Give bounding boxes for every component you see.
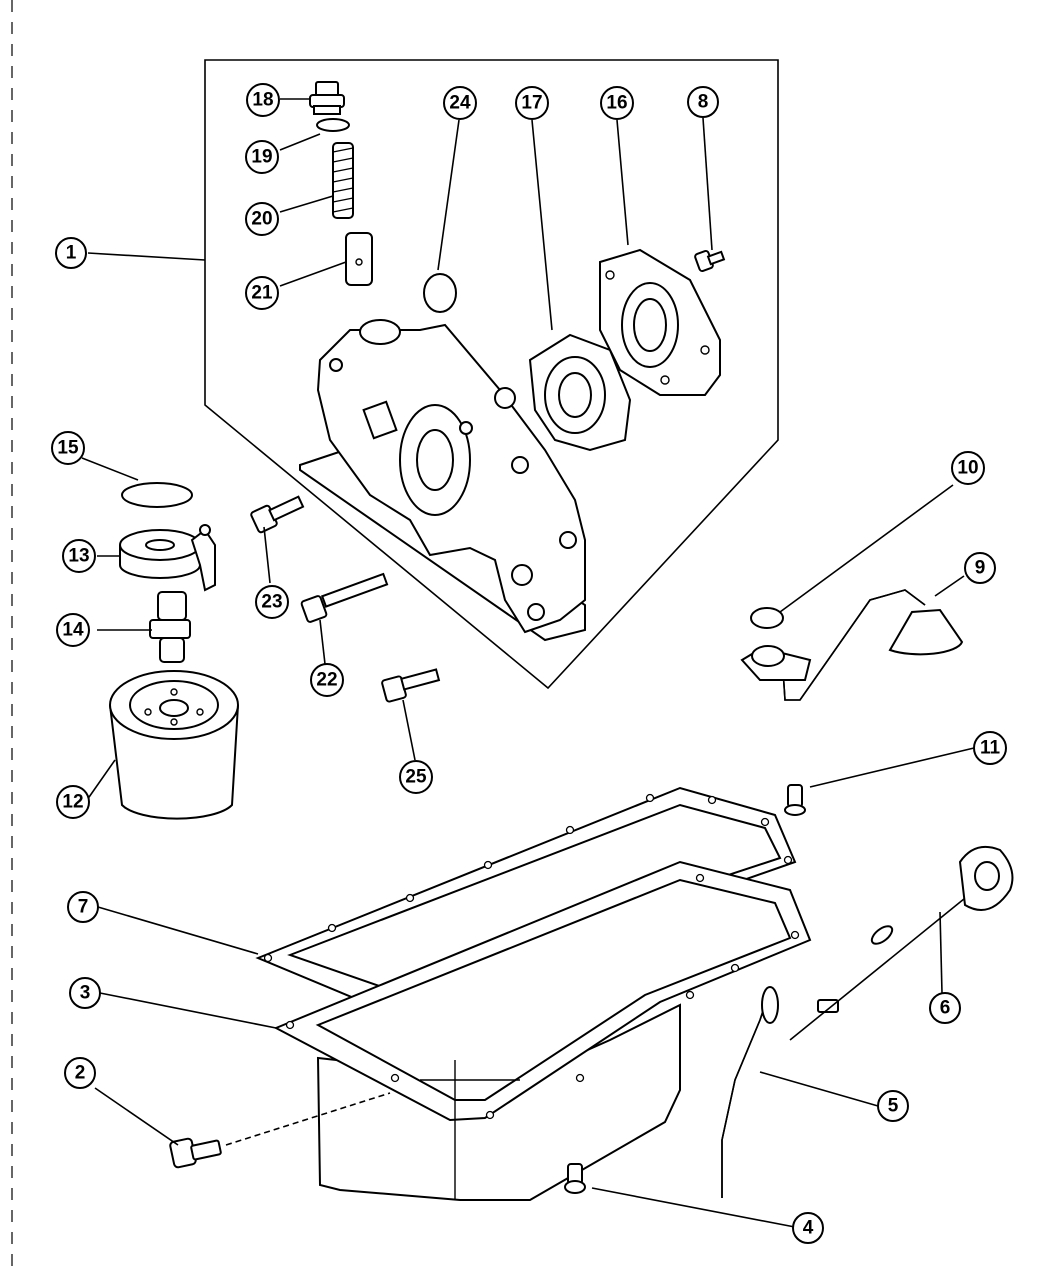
relief-valve-spring: [332, 142, 354, 219]
callout-18: 18: [246, 83, 280, 117]
oil-pump-body: [299, 319, 586, 642]
callout-10-label: 10: [957, 458, 978, 479]
pump-cover-plate: [599, 248, 721, 396]
relief-valve-plug: [309, 81, 345, 115]
callout-24: 24: [443, 86, 477, 120]
callout-8-label: 8: [698, 92, 709, 113]
callout-2: 2: [64, 1057, 96, 1089]
callout-1-label: 1: [66, 243, 77, 264]
adapter-o-ring: [121, 482, 193, 508]
callout-3-label: 3: [80, 983, 91, 1004]
callout-25: 25: [399, 760, 433, 794]
cover-screw: [694, 249, 726, 273]
relief-valve-gasket: [316, 118, 350, 132]
callout-23: 23: [255, 585, 289, 619]
pump-rotor: [528, 333, 632, 452]
relief-valve: [345, 232, 373, 286]
callout-18-label: 18: [252, 90, 273, 111]
pump-bolt-short: [250, 495, 305, 534]
callout-17: 17: [515, 86, 549, 120]
callout-5: 5: [877, 1090, 909, 1122]
callout-4: 4: [792, 1212, 824, 1244]
pickup-bolt: [784, 784, 806, 816]
callout-20: 20: [245, 202, 279, 236]
callout-14: 14: [56, 613, 90, 647]
callout-4-label: 4: [803, 1218, 814, 1239]
drain-plug: [169, 1137, 222, 1169]
callout-19: 19: [245, 140, 279, 174]
callout-25-label: 25: [405, 767, 427, 788]
callout-7: 7: [67, 891, 99, 923]
callout-20-label: 20: [251, 209, 272, 230]
dipstick-tube: [721, 986, 839, 1198]
callout-21: 21: [245, 276, 279, 310]
callout-22-label: 22: [316, 670, 337, 691]
callout-9: 9: [964, 552, 996, 584]
callout-10: 10: [951, 451, 985, 485]
callout-3: 3: [69, 977, 101, 1009]
oil-filter: [109, 670, 239, 820]
pump-bolt-medium: [381, 668, 441, 703]
callout-23-label: 23: [261, 592, 282, 613]
dipstick: [789, 846, 1014, 1041]
callout-6-label: 6: [940, 998, 951, 1019]
callout-19-label: 19: [251, 147, 272, 168]
callout-11: 11: [973, 731, 1007, 765]
callout-1: 1: [55, 237, 87, 269]
callout-17-label: 17: [521, 93, 542, 114]
callout-15-label: 15: [57, 438, 79, 459]
oil-pump-group-outline: [204, 59, 779, 690]
callout-15: 15: [51, 431, 85, 465]
callout-9-label: 9: [975, 558, 986, 579]
callout-13-label: 13: [68, 546, 89, 567]
callout-7-label: 7: [78, 897, 89, 918]
pan-bolt: [564, 1163, 586, 1194]
oil-filter-adapter: [119, 524, 216, 592]
pump-bolt-long: [300, 572, 389, 623]
callout-21-label: 21: [251, 283, 273, 304]
oil-pan: [273, 860, 812, 1201]
pickup-o-ring: [750, 607, 784, 629]
callout-2-label: 2: [75, 1063, 86, 1084]
callout-22: 22: [310, 663, 344, 697]
callout-16: 16: [600, 86, 634, 120]
callout-16-label: 16: [606, 93, 627, 114]
pump-o-ring: [423, 273, 457, 313]
callout-5-label: 5: [888, 1096, 899, 1117]
callout-12: 12: [56, 785, 90, 819]
callout-11-label: 11: [980, 738, 1001, 759]
oil-pickup-tube: [740, 589, 964, 701]
callout-12-label: 12: [62, 792, 83, 813]
callout-6: 6: [929, 992, 961, 1024]
callout-14-label: 14: [62, 620, 84, 641]
callout-13: 13: [62, 539, 96, 573]
leader-lines: [81, 98, 975, 1229]
callout-24-label: 24: [449, 93, 471, 114]
callout-8: 8: [687, 86, 719, 118]
filter-nipple: [149, 591, 191, 663]
